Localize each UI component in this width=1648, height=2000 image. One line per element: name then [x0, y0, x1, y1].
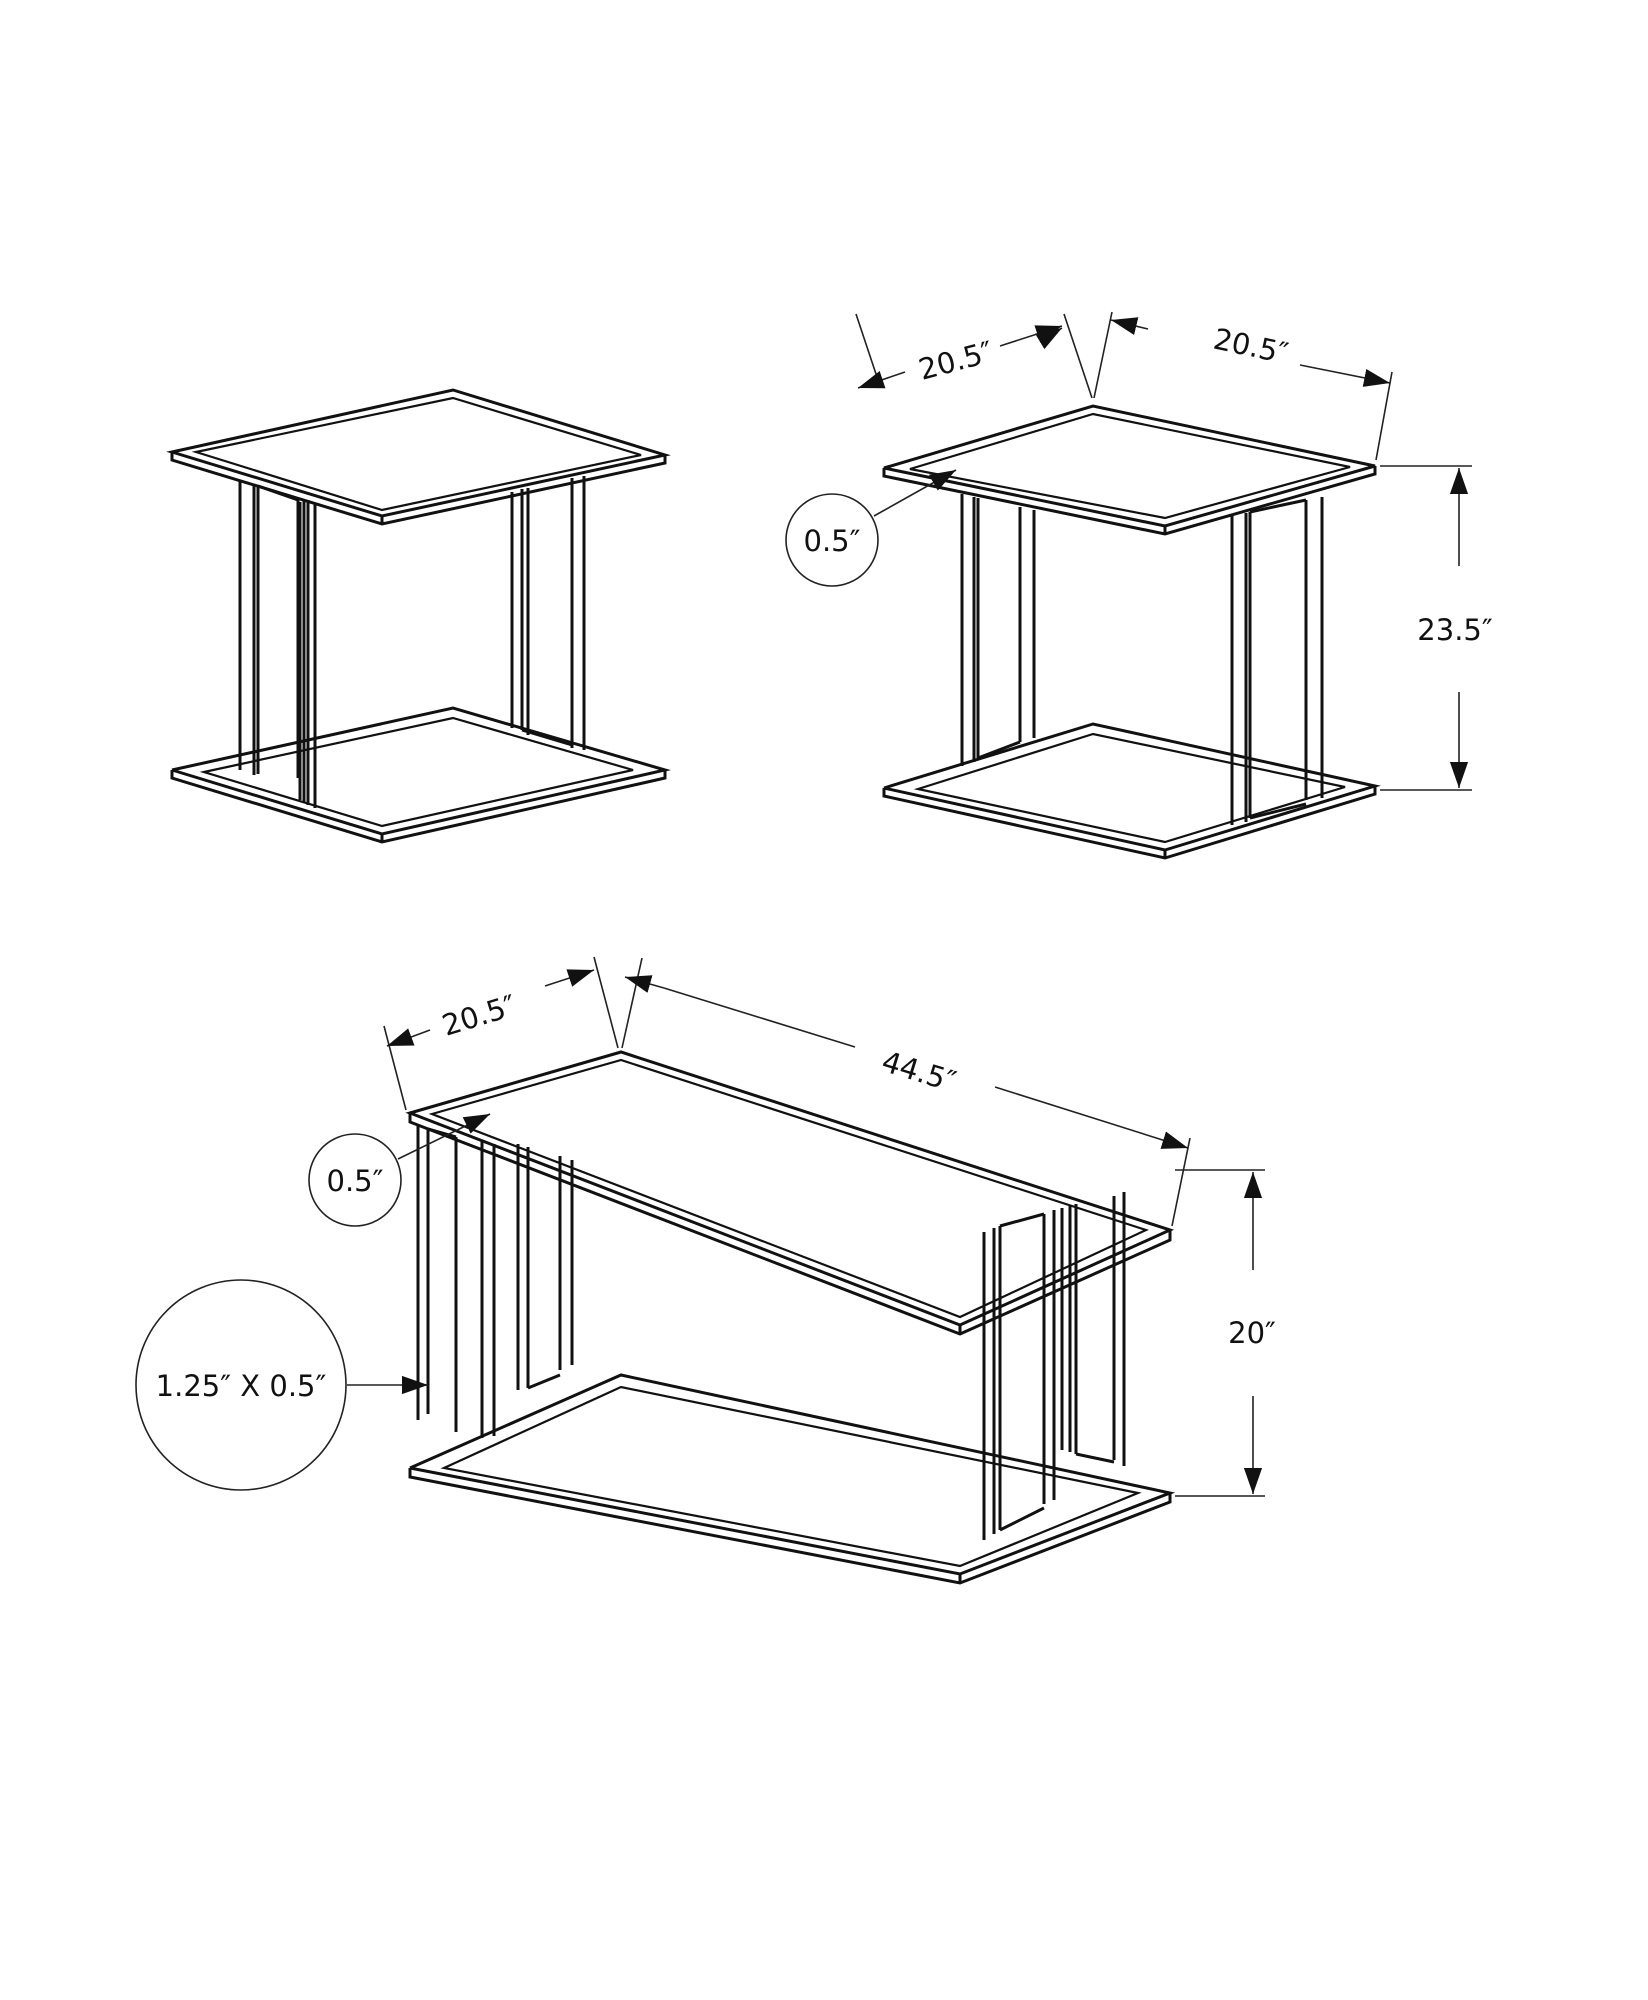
coffee-table: 20.5″ 44.5″ 20″ 0.5″ 1.25 [135, 956, 1276, 1585]
table-top [166, 388, 671, 526]
leg-frame-right [510, 476, 586, 750]
leg-frame-right [982, 1192, 1126, 1540]
end-table-right: 20.5″ 20.5″ 23.5″ 0.5″ [785, 311, 1493, 860]
label-top-thickness: 0.5″ [327, 1164, 384, 1198]
leg-frame-right [1230, 497, 1324, 825]
dimension-height: 20″ [1175, 1169, 1276, 1497]
callout-top-thickness: 0.5″ [785, 469, 957, 587]
callout-top-thickness: 0.5″ [308, 1113, 491, 1227]
label-height: 23.5″ [1417, 613, 1493, 647]
label-height: 20″ [1228, 1316, 1276, 1350]
leg-frame-left [238, 480, 317, 808]
table-base [170, 706, 671, 844]
label-leg-profile: 1.25″ X 0.5″ [156, 1369, 327, 1403]
label-depth: 20.5″ [915, 334, 997, 386]
table-base [882, 722, 1381, 860]
label-length: 44.5″ [878, 1044, 960, 1099]
table-top [405, 1050, 1175, 1336]
table-top [882, 404, 1377, 536]
label-depth: 20.5″ [438, 988, 520, 1043]
leg-frame-left [960, 494, 1036, 766]
callout-leg-profile: 1.25″ X 0.5″ [135, 1279, 428, 1491]
end-table-left [166, 388, 671, 844]
label-width: 20.5″ [1211, 322, 1292, 371]
dimension-height: 23.5″ [1380, 465, 1493, 791]
dimension-length: 44.5″ [621, 957, 1191, 1227]
leg-frame-left [416, 1126, 574, 1438]
dimension-depth: 20.5″ [855, 313, 1093, 399]
label-top-thickness: 0.5″ [804, 524, 861, 558]
table-base [408, 1373, 1176, 1585]
